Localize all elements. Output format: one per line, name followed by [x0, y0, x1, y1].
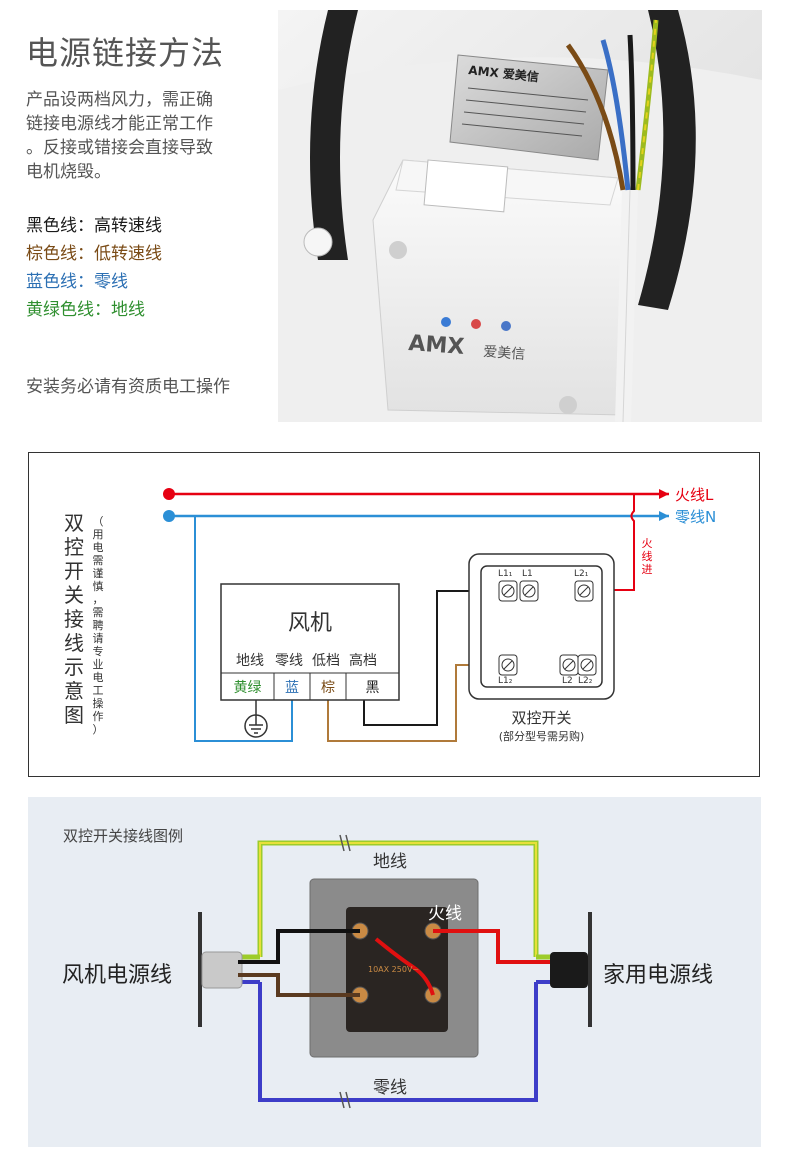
neutral-wire: [258, 982, 538, 1102]
schematic-subtitle: （用 电需 谨慎 ，需 聘请 专业 电工 操作 ）: [92, 515, 104, 736]
schematic-title: 双控 开关 接线 示意 图: [64, 511, 84, 727]
term-label-L1: L1: [522, 569, 533, 579]
box-brand: AMX: [408, 331, 466, 360]
term-label-L1-1: L1₁: [498, 569, 513, 579]
live-feed-line: [585, 494, 635, 591]
wire-yellowgreen-desc: 黄绿色线：地线: [26, 300, 145, 320]
switch-terminal: [519, 580, 539, 602]
neutral-feed-line: [194, 516, 293, 742]
term-label-L2-2: L2₂: [578, 676, 593, 686]
intro-line-3: 。反接或错接会直接导致: [26, 138, 213, 158]
wire-brown-desc: 棕色线：低转速线: [26, 244, 162, 264]
switch-socket: [346, 907, 448, 1032]
wiring-example-lines: [198, 834, 592, 1109]
example-title: 双控开关接线图例: [63, 827, 184, 845]
fan-label: 风机: [287, 611, 332, 636]
wire-blue-desc: 蓝色线：零线: [26, 272, 128, 292]
live-wire-2: [433, 929, 550, 964]
switch-terminal: [577, 654, 597, 676]
neutral-label-2: 零线: [373, 1078, 407, 1098]
fan-term-low: 低档: [312, 653, 340, 669]
neutral-label: 零线N: [675, 508, 717, 526]
term-label-L2: L2: [562, 676, 573, 686]
wiring-schematic: 双控 开关 接线 示意 图 （用 电需 谨慎 ，需 聘请 专业 电工 操作 ） …: [28, 452, 760, 777]
intro-line-1: 产品设两档风力，需正确: [26, 90, 213, 110]
live-label: 火线L: [675, 486, 714, 504]
power-cable: [565, 19, 659, 422]
term-label-L2-1: L2₁: [574, 569, 589, 579]
right-panel-edge: [588, 912, 592, 1027]
fan-term-neutral: 零线: [275, 653, 303, 669]
wiring-example-panel: 双控开关接线图例 地线 火线 零线 风机电源线 家用电源线 10AX 250V~: [28, 797, 761, 1147]
intro-line-4: 电机烧毁。: [26, 162, 111, 182]
intro-line-2: 链接电源线才能正常工作: [26, 114, 213, 134]
nameplate-brand: AMX 爱美信: [468, 62, 540, 84]
switch-note: (部分型号需另购): [498, 730, 585, 743]
live-jumper: [374, 937, 435, 996]
switch-terminal: [498, 580, 518, 602]
socket-rating: 10AX 250V~: [368, 965, 420, 974]
fan-box-yellowgreen: 黄绿: [233, 680, 262, 696]
fan-illustration: AMX 爱美信 AMX 爱美信: [278, 10, 762, 422]
switch-terminal: [559, 654, 579, 676]
home-cable: [550, 952, 588, 988]
home-cable-label: 家用电源线: [603, 963, 714, 988]
ground-label: 地线: [373, 852, 407, 872]
installation-notice: 安装务必请有资质电工操作: [26, 377, 230, 397]
schematic-lines: [163, 488, 669, 742]
fan-term-ground: 地线: [236, 653, 264, 669]
black-wire: [363, 590, 504, 726]
fan-term-high: 高档: [349, 653, 377, 669]
switch-terminal: [498, 654, 518, 676]
section-title: 电源链接方法: [26, 34, 225, 72]
fan-box-brown: 棕: [321, 680, 335, 696]
nameplate: AMX 爱美信: [449, 54, 609, 161]
switch-label: 双控开关: [511, 709, 572, 727]
fan-box-blue: 蓝: [285, 680, 299, 696]
box-brand-cn: 爱美信: [483, 344, 526, 363]
black-wire-2: [238, 929, 360, 964]
junction-box: AMX 爱美信: [372, 159, 634, 416]
wire-black-desc: 黑色线：高转速线: [26, 216, 162, 236]
switch-terminal: [574, 580, 594, 602]
term-label-L1-2: L1₂: [498, 676, 513, 686]
live-label-2: 火线: [428, 904, 462, 924]
brown-wire-2: [238, 973, 360, 997]
product-photo: AMX 爱美信 AMX 爱美信: [278, 10, 762, 422]
fan-cable-label: 风机电源线: [62, 963, 173, 988]
fan-box-black: 黑: [365, 680, 380, 696]
left-panel-edge: [198, 912, 202, 1027]
live-in-label: 火线进: [641, 537, 653, 576]
fan-cable: [201, 951, 243, 989]
